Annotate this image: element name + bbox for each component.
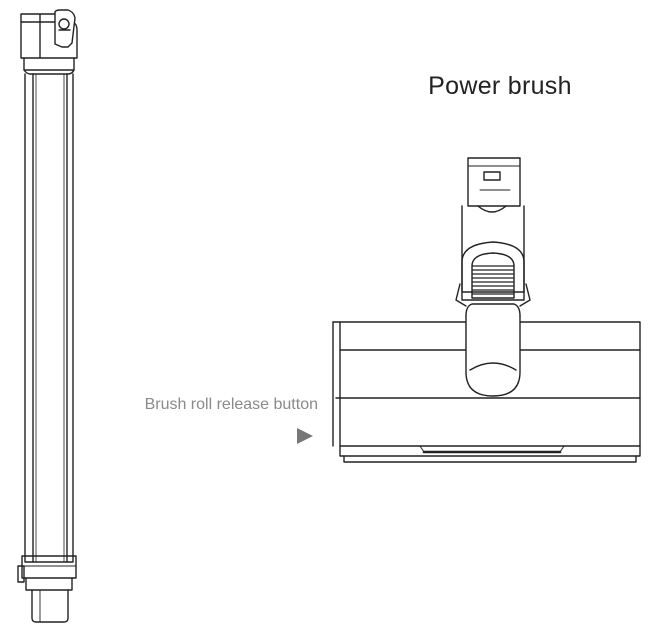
swivel-grille: [471, 252, 515, 299]
power-brush-head: [332, 157, 641, 463]
tube-latch-icon[interactable]: [54, 9, 76, 48]
extension-tube: [17, 9, 78, 623]
callout-arrow-icon: [297, 428, 313, 444]
power-brush-title: Power brush: [428, 72, 572, 100]
brush-roll-release-button-label: Brush roll release button: [144, 396, 318, 413]
